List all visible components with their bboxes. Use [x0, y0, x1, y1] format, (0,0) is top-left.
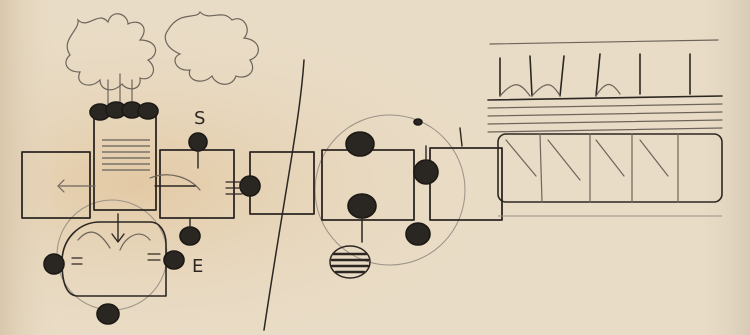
node-blob-top: [346, 132, 374, 156]
end-label: E: [192, 256, 203, 277]
node-blob-right-lower: [406, 223, 430, 245]
start-label: S: [194, 108, 205, 129]
node-blob-right: [414, 160, 438, 184]
start-blob: [189, 133, 207, 151]
middle-blob: [240, 176, 260, 196]
end-blob: [180, 227, 200, 245]
small-dot: [414, 119, 422, 125]
node-blob-mid: [348, 194, 376, 218]
